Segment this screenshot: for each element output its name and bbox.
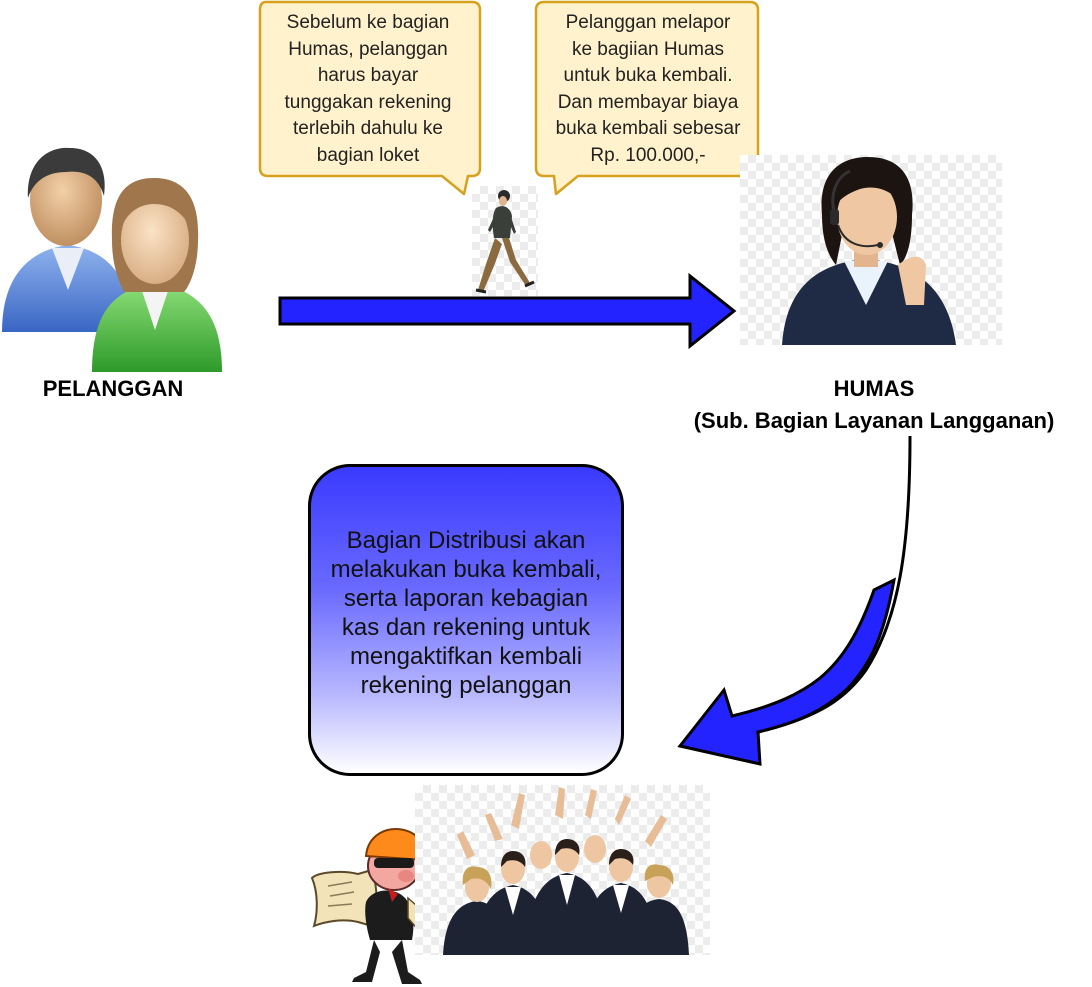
curved-arrow (677, 435, 912, 766)
callout-left (258, 0, 482, 196)
callout-left-text: Sebelum ke bagian Humas, pelanggan harus… (284, 12, 452, 166)
customer-service-agent-icon (782, 157, 956, 345)
distribution-info-box: Bagian Distribusi akan melakukan buka ke… (308, 464, 624, 776)
humas-sublabel: (Sub. Bagian Layanan Langganan) (693, 408, 1055, 433)
walking-woman-icon (475, 190, 535, 294)
right-arrow (278, 272, 737, 350)
distribution-info-text: Bagian Distribusi akan melakukan buka ke… (330, 527, 602, 699)
users-icon (2, 147, 222, 372)
humas-label: HUMAS (833, 376, 915, 401)
cheering-team-icon (443, 787, 689, 955)
callout-right-text: Pelanggan melapor ke bagiian Humas untuk… (555, 12, 741, 166)
pelanggan-label: PELANGGAN (42, 376, 184, 401)
callout-right (534, 0, 760, 196)
